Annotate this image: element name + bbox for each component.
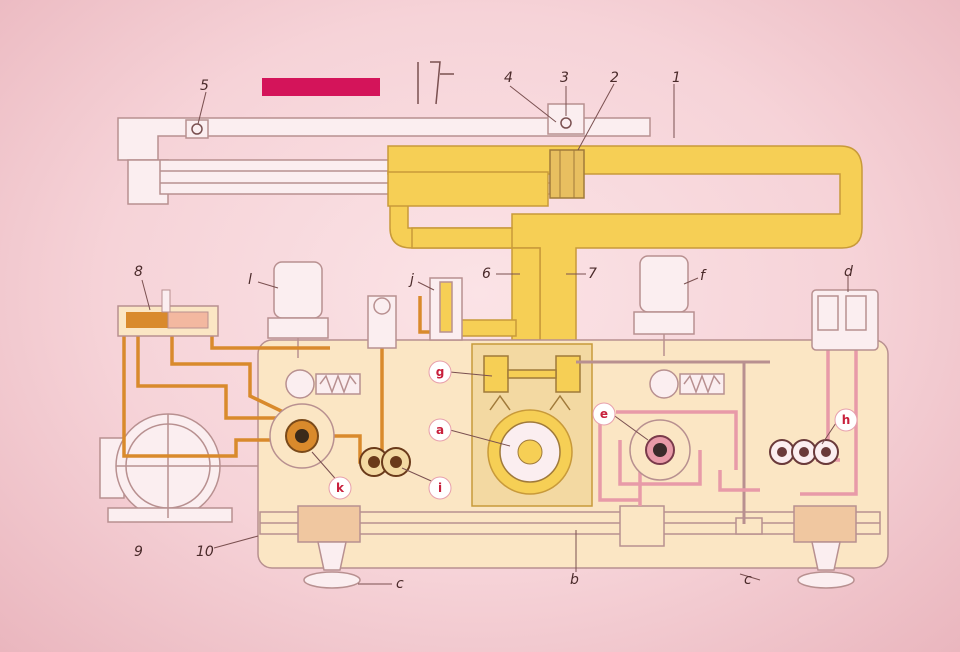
top-mark bbox=[417, 61, 454, 105]
label-l: l bbox=[248, 272, 252, 288]
label-c-left: c bbox=[396, 576, 404, 592]
label-k: k bbox=[336, 481, 345, 495]
motor-9 bbox=[99, 413, 258, 523]
solenoid-l bbox=[267, 261, 329, 358]
label-a: a bbox=[436, 423, 444, 437]
label-5: 5 bbox=[200, 78, 209, 94]
badge-i: i bbox=[428, 476, 452, 500]
badge-g: g bbox=[428, 360, 452, 384]
label-7: 7 bbox=[588, 266, 597, 282]
label-e: e bbox=[600, 407, 608, 421]
pivot-3 bbox=[560, 117, 572, 129]
label-d: d bbox=[844, 264, 853, 280]
spring-valve-right bbox=[649, 369, 725, 399]
pivot-5 bbox=[191, 123, 203, 135]
badge-e: e bbox=[592, 402, 616, 426]
handwheels bbox=[303, 541, 855, 589]
radial-pump-a bbox=[487, 394, 573, 495]
label-3: 3 bbox=[560, 70, 569, 86]
label-g: g bbox=[436, 365, 445, 379]
label-2: 2 bbox=[610, 70, 619, 86]
distributor-k bbox=[269, 403, 335, 469]
label-4: 4 bbox=[504, 70, 513, 86]
label-j: j bbox=[408, 272, 414, 288]
piston-2 bbox=[549, 149, 585, 199]
spring-valve-left bbox=[285, 369, 361, 399]
distributor-e bbox=[629, 419, 691, 481]
gear-pump-i bbox=[359, 447, 411, 477]
scale-bar bbox=[262, 78, 380, 96]
label-9: 9 bbox=[134, 544, 143, 560]
badge-k: k bbox=[328, 476, 352, 500]
badge-h: h bbox=[834, 408, 858, 432]
valve-d bbox=[811, 289, 879, 351]
hydraulic-cylinder bbox=[387, 145, 863, 349]
label-c-right: c bbox=[744, 572, 752, 588]
label-b: b bbox=[570, 572, 579, 588]
label-1: 1 bbox=[672, 70, 681, 86]
solenoid-f bbox=[633, 255, 695, 356]
relief-valve-left bbox=[367, 295, 397, 349]
valve-j bbox=[429, 277, 463, 341]
bottom-shaft bbox=[259, 505, 881, 547]
label-10: 10 bbox=[196, 544, 214, 560]
label-f: f bbox=[700, 268, 707, 284]
gear-g bbox=[483, 355, 581, 393]
gear-pump-h bbox=[769, 439, 839, 465]
badge-a: a bbox=[428, 418, 452, 442]
label-h: h bbox=[842, 413, 851, 427]
label-8: 8 bbox=[134, 264, 143, 280]
label-i: i bbox=[438, 481, 442, 495]
label-6: 6 bbox=[482, 266, 491, 282]
